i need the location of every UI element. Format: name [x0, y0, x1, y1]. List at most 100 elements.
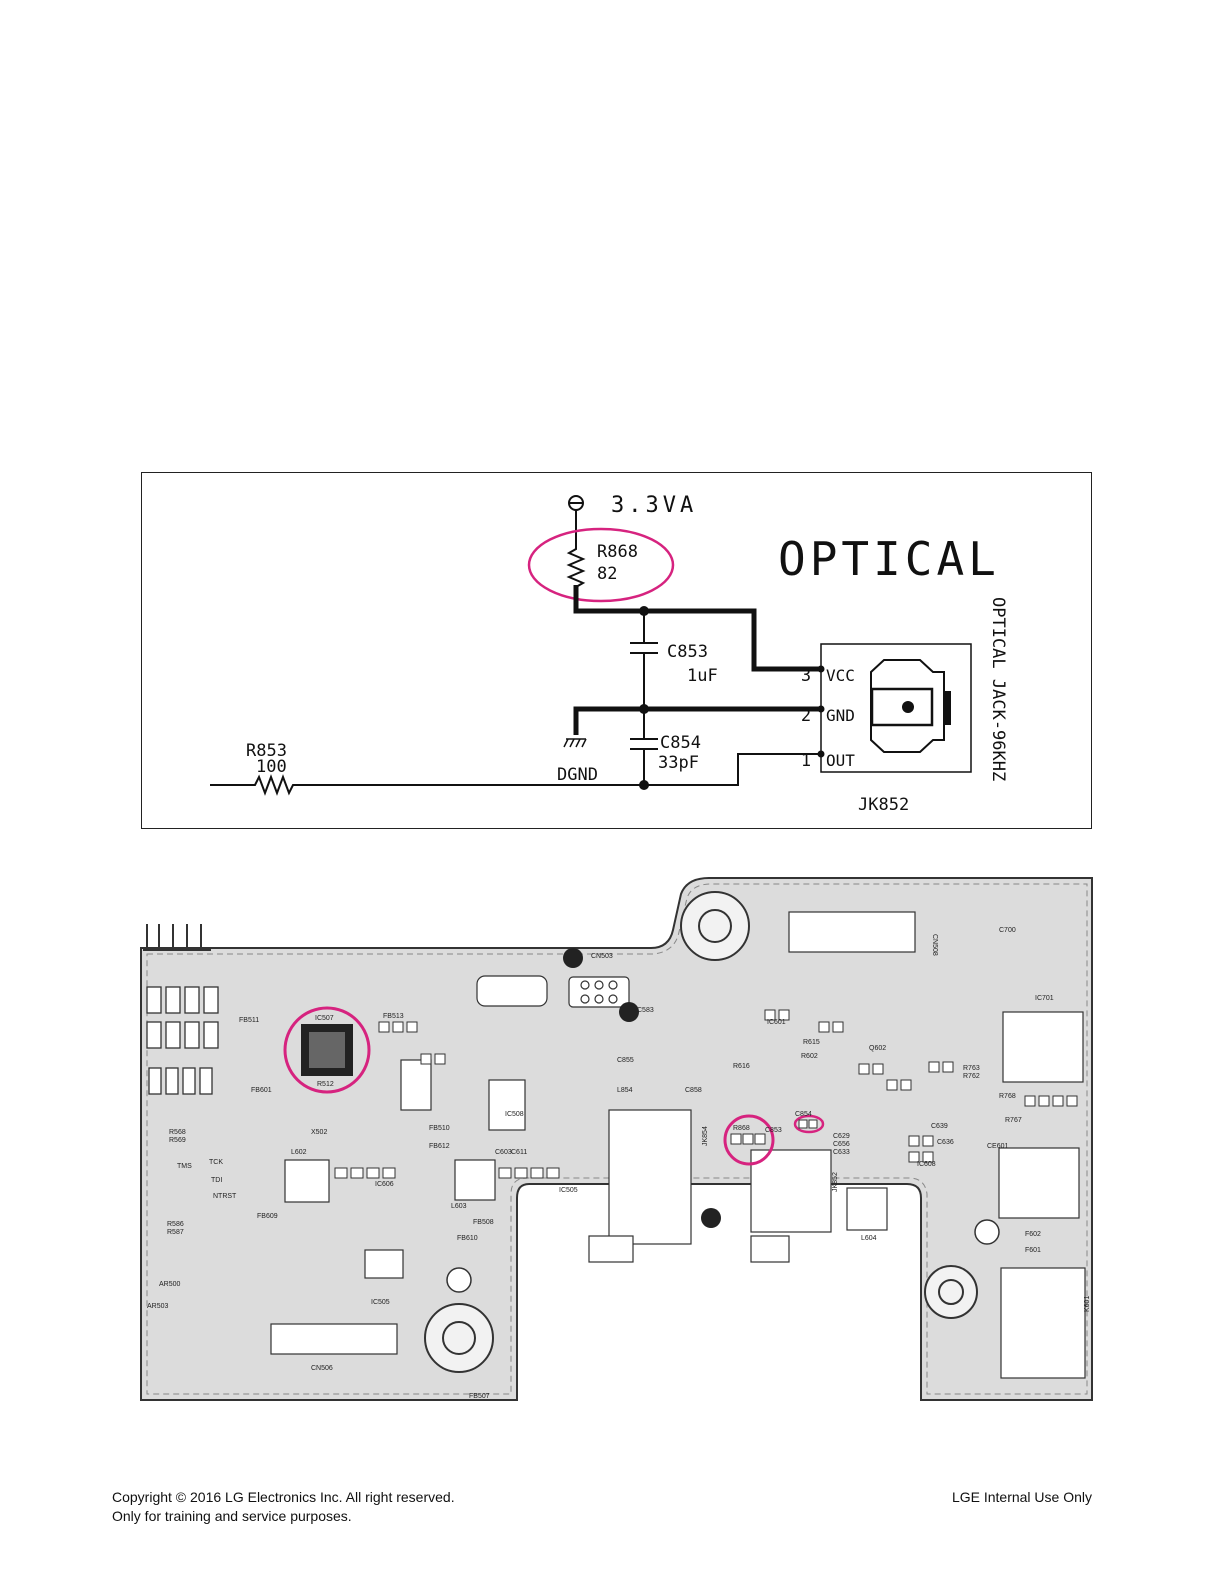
label-fb609: FB609 — [257, 1213, 278, 1220]
label-r586: R586 — [167, 1221, 184, 1228]
label-fb507: FB507 — [469, 1393, 490, 1400]
label-ic601: IC601 — [767, 1019, 786, 1026]
footer-right: LGE Internal Use Only — [952, 1488, 1092, 1507]
pin1-number: 1 — [801, 751, 811, 771]
label-cn503: CN503 — [591, 953, 613, 960]
ic507-highlight-circle — [283, 1006, 371, 1094]
pcb-components — [270, 911, 1086, 1379]
label-cn506: CN506 — [311, 1365, 333, 1372]
c854-pcb-highlight-ellipse — [793, 1114, 825, 1134]
label-r587: R587 — [167, 1229, 184, 1236]
internal-use-text: LGE Internal Use Only — [951, 1489, 1092, 1505]
pcb-board-inner-outline — [146, 883, 1088, 1395]
fiducial-marks — [563, 948, 721, 1228]
label-r762: R762 — [963, 1073, 980, 1080]
jk852-ref: JK852 — [858, 795, 909, 815]
out-junction — [639, 780, 649, 790]
r853-ref: R853 — [246, 741, 287, 761]
label-ar503: AR503 — [147, 1303, 169, 1310]
label-tck: TCK — [209, 1159, 223, 1166]
r868-value: 82 — [597, 564, 617, 584]
label-jk854: JK854 — [702, 1126, 709, 1146]
label-c858: C858 — [685, 1087, 702, 1094]
label-cn508: CN508 — [931, 934, 938, 956]
pcb-layout: CN503 C583 FB511 FB513 FB601 IC507 R512 … — [139, 872, 1094, 1412]
label-jk852: JK852 — [832, 1172, 839, 1192]
label-c854: C854 — [795, 1111, 812, 1118]
jk852-symbol — [817, 643, 972, 773]
dgnd-label: DGND — [557, 765, 598, 785]
label-l604: L604 — [861, 1235, 877, 1242]
label-c633: C633 — [833, 1149, 850, 1156]
pin2-number: 2 — [801, 706, 811, 726]
footer-left: Copyright © 2016 LG Electronics Inc. All… — [112, 1488, 455, 1526]
c853-capacitor — [630, 611, 658, 709]
pin3-number: 3 — [801, 666, 811, 686]
label-fb511: FB511 — [239, 1017, 259, 1024]
pin2-name: GND — [826, 706, 855, 725]
label-l602: L602 — [291, 1149, 307, 1156]
copyright-text: Copyright © 2016 LG Electronics Inc. All… — [112, 1489, 455, 1505]
label-ic507: IC507 — [315, 1015, 334, 1022]
label-c629: C629 — [833, 1133, 850, 1140]
pin3-name: VCC — [826, 666, 855, 685]
marker-2 — [974, 1219, 1000, 1245]
label-f601: F601 — [1025, 1247, 1041, 1254]
optical-schematic-frame: 3.3VA R868 82 OPTICAL C853 1uF — [141, 472, 1092, 829]
label-c656: C656 — [833, 1141, 850, 1148]
label-k601: K601 — [1084, 1296, 1091, 1312]
left-pad-block — [146, 986, 219, 1095]
label-r763: R763 — [963, 1065, 980, 1072]
vcc-net — [573, 585, 821, 672]
label-c639: C639 — [931, 1123, 948, 1130]
label-fb610: FB610 — [457, 1235, 478, 1242]
jack-side-label: OPTICAL JACK-96KHZ — [988, 597, 1008, 781]
gnd-net — [573, 706, 821, 735]
label-r868: R868 — [733, 1125, 750, 1132]
supply-label: 3.3VA — [611, 493, 697, 518]
label-r767: R767 — [1005, 1117, 1022, 1124]
label-ic508: IC508 — [505, 1111, 524, 1118]
optical-title: OPTICAL — [778, 532, 1000, 586]
pin1-name: OUT — [826, 751, 855, 770]
label-tdi: TDI — [211, 1177, 222, 1184]
header-pins — [143, 924, 211, 951]
marker-1 — [446, 1267, 472, 1293]
label-c700: C700 — [999, 927, 1016, 934]
r853-value: 100 — [256, 757, 287, 777]
label-q602: Q602 — [869, 1045, 886, 1052]
c854-value: 33pF — [658, 753, 699, 773]
label-ic606: IC606 — [375, 1181, 394, 1188]
c853-value: 1uF — [687, 666, 718, 686]
label-l603: L603 — [451, 1203, 467, 1210]
label-l854: L854 — [617, 1087, 633, 1094]
label-tms: TMS — [177, 1163, 192, 1170]
label-ntrst: NTRST — [213, 1193, 237, 1200]
r868-pcb-highlight-circle — [723, 1114, 775, 1166]
r868-resistor — [566, 545, 586, 611]
label-ce601: CE601 — [987, 1143, 1009, 1150]
label-ic608: IC608 — [917, 1161, 936, 1168]
label-fb508: FB508 — [473, 1219, 494, 1226]
label-r615: R615 — [803, 1039, 820, 1046]
optical-schematic: 3.3VA R868 82 OPTICAL C853 1uF — [210, 493, 1008, 815]
purpose-text: Only for training and service purposes. — [112, 1508, 352, 1524]
label-fb612: FB612 — [429, 1143, 450, 1150]
label-ic701: IC701 — [1035, 995, 1054, 1002]
smd-pads — [334, 1009, 1078, 1179]
label-c611: C611 — [511, 1149, 527, 1156]
label-fb510: FB510 — [429, 1125, 450, 1132]
c854-ref: C854 — [660, 733, 701, 753]
mounting-holes — [424, 891, 978, 1373]
c854-capacitor — [630, 709, 658, 785]
label-c855: C855 — [617, 1057, 634, 1064]
label-r616: R616 — [733, 1063, 750, 1070]
label-c853: C853 — [765, 1127, 782, 1134]
out-net — [210, 753, 821, 796]
label-fb601: FB601 — [251, 1087, 272, 1094]
label-c603: C603 — [495, 1149, 512, 1156]
label-r512: R512 — [317, 1081, 334, 1088]
label-r569: R569 — [169, 1137, 186, 1144]
label-c583: C583 — [637, 1007, 654, 1014]
